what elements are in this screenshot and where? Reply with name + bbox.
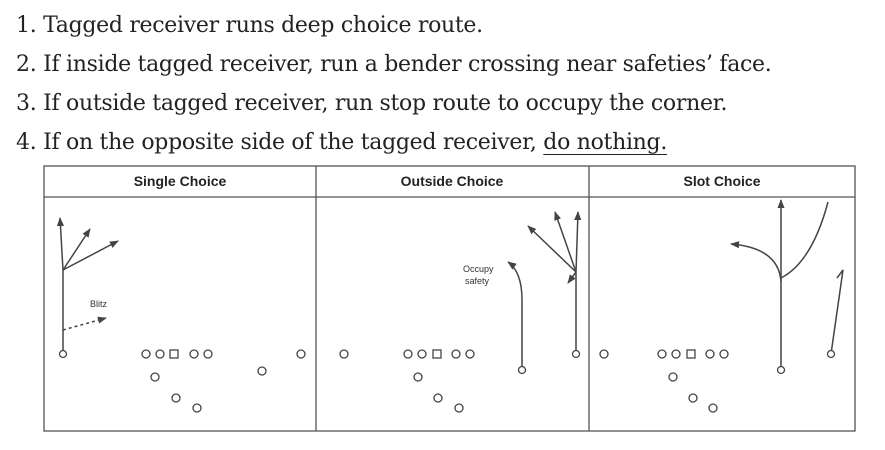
- route-branch-vertical: [56, 217, 65, 271]
- panel-title-outside: Outside Choice: [401, 173, 504, 189]
- route-branch: [554, 211, 577, 273]
- diagram-frame: [43, 165, 856, 432]
- occupy-label-2: safety: [465, 276, 490, 286]
- back: [257, 366, 267, 376]
- route-stop: [830, 269, 844, 355]
- panel-title-slot: Slot Choice: [683, 173, 760, 189]
- panel-outside-choice: Occupy safety: [339, 211, 582, 413]
- rules-list: 1. Tagged receiver runs deep choice rout…: [16, 6, 772, 162]
- center: [169, 349, 179, 359]
- lineman: [417, 349, 427, 359]
- lineman: [203, 349, 213, 359]
- panel-title-single: Single Choice: [134, 173, 227, 189]
- rule-4: 4. If on the opposite side of the tagged…: [16, 123, 771, 162]
- receiver: [599, 349, 609, 359]
- lineman: [451, 349, 461, 359]
- receiver: [339, 349, 349, 359]
- back: [192, 403, 202, 413]
- receiver: [826, 349, 836, 359]
- back: [708, 403, 718, 413]
- blitz-label: Blitz: [90, 299, 108, 309]
- center: [432, 349, 442, 359]
- receiver: [776, 365, 786, 375]
- rule-number: 3.: [16, 91, 37, 116]
- lineman: [403, 349, 413, 359]
- route-bender: [507, 261, 523, 370]
- rule-number: 4.: [16, 130, 37, 155]
- lineman: [671, 349, 681, 359]
- route-deep: [780, 201, 829, 279]
- rule-1: 1. Tagged receiver runs deep choice rout…: [16, 6, 771, 45]
- route-branch: [574, 211, 582, 273]
- panel-single-choice: Blitz: [56, 217, 306, 413]
- rule-text: If on the opposite side of the tagged re…: [43, 130, 537, 155]
- back: [171, 393, 181, 403]
- route-branch-out: [62, 240, 119, 271]
- rule-number: 2.: [16, 52, 37, 77]
- receiver: [571, 349, 581, 359]
- rule-3: 3. If outside tagged receiver, run stop …: [16, 84, 771, 123]
- route-bender: [730, 241, 782, 283]
- rule-emphasis: do nothing.: [543, 130, 668, 155]
- rule-text: Tagged receiver runs deep choice route.: [43, 13, 483, 38]
- rule-2: 2. If inside tagged receiver, run a bend…: [16, 45, 772, 84]
- route-branch-diagonal: [62, 228, 91, 271]
- back: [150, 372, 160, 382]
- lineman: [155, 349, 165, 359]
- back: [454, 403, 464, 413]
- lineman: [719, 349, 729, 359]
- blitz-route: [62, 316, 107, 331]
- back: [668, 372, 678, 382]
- route-stop: [567, 271, 577, 284]
- back: [413, 372, 423, 382]
- rule-text: If outside tagged receiver, run stop rou…: [43, 91, 728, 116]
- lineman: [705, 349, 715, 359]
- lineman: [657, 349, 667, 359]
- occupy-label-1: Occupy: [463, 264, 494, 274]
- panel-slot-choice: [599, 199, 844, 413]
- receiver: [517, 365, 527, 375]
- lineman: [141, 349, 151, 359]
- center: [686, 349, 696, 359]
- receiver: [296, 349, 306, 359]
- back: [688, 393, 698, 403]
- lineman: [465, 349, 475, 359]
- rule-text: If inside tagged receiver, run a bender …: [43, 52, 772, 77]
- route-branch: [527, 225, 577, 273]
- receiver: [58, 349, 68, 359]
- lineman: [189, 349, 199, 359]
- back: [433, 393, 443, 403]
- rule-number: 1.: [16, 13, 37, 38]
